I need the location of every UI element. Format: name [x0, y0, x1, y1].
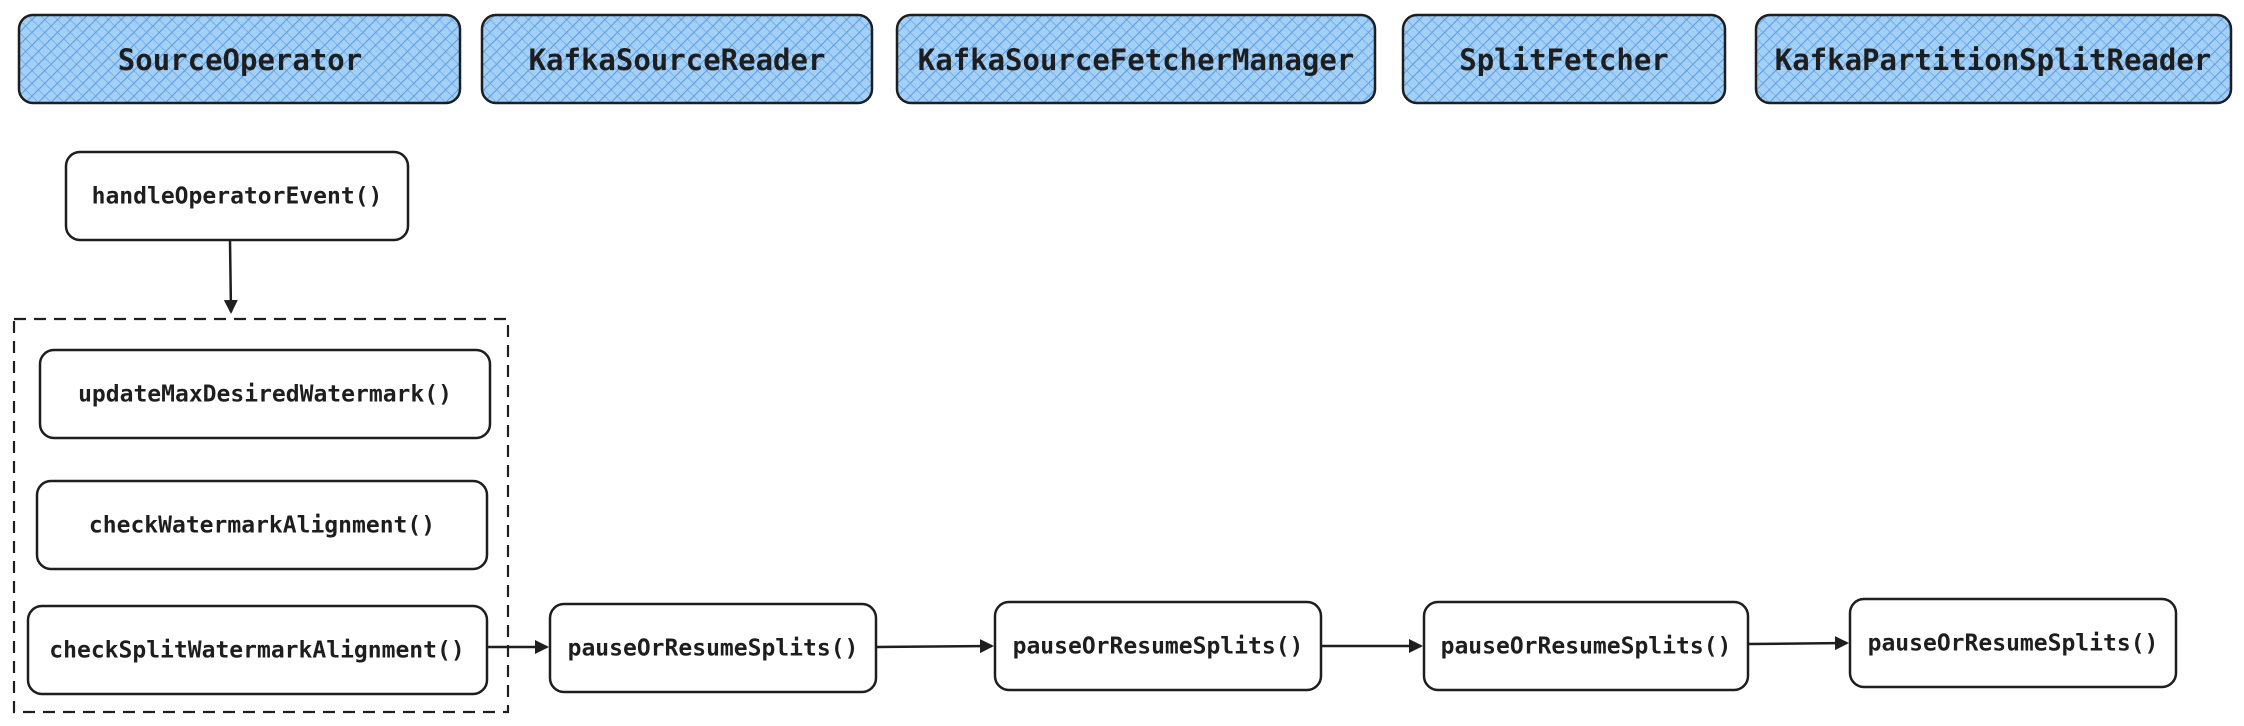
lane-header-kafka-partition-split-reader: KafkaPartitionSplitReader: [1754, 13, 2233, 105]
function-label: pauseOrResumeSplits(): [568, 636, 859, 662]
pause-or-resume-splits-partition-reader-node: pauseOrResumeSplits(): [1848, 597, 2178, 689]
function-box: [993, 600, 1323, 692]
lane-header-label: SourceOperator: [118, 43, 362, 77]
lane-header-label: KafkaSourceReader: [529, 43, 826, 77]
function-label: checkSplitWatermarkAlignment(): [49, 638, 464, 664]
function-label: updateMaxDesiredWatermark(): [78, 382, 452, 408]
lane-header-box: [1754, 13, 2233, 105]
function-label: pauseOrResumeSplits(): [1868, 631, 2159, 657]
function-label: pauseOrResumeSplits(): [1013, 634, 1304, 660]
lane-header-box: [17, 13, 462, 105]
function-box: [35, 479, 489, 571]
handle-operator-event-node: handleOperatorEvent(): [64, 150, 410, 242]
lane-header-split-fetcher: SplitFetcher: [1401, 13, 1727, 105]
call-arrow: [876, 639, 994, 654]
function-box: [38, 348, 492, 440]
function-box: [26, 604, 489, 696]
lane-header-kafka-source-reader: KafkaSourceReader: [480, 13, 874, 105]
check-watermark-alignment-node: checkWatermarkAlignment(): [35, 479, 489, 571]
lane-header-label: SplitFetcher: [1459, 43, 1669, 77]
call-arrow: [223, 240, 238, 314]
lane-header-label: KafkaSourceFetcherManager: [918, 43, 1355, 77]
function-box: [1422, 600, 1750, 692]
function-box: [548, 602, 878, 694]
update-max-desired-watermark-node: updateMaxDesiredWatermark(): [38, 348, 492, 440]
function-box: [64, 150, 410, 242]
function-label: checkWatermarkAlignment(): [89, 513, 435, 539]
alignment-group-frame: [12, 317, 510, 714]
lane-header-kafka-source-fetcher-manager: KafkaSourceFetcherManager: [895, 13, 1377, 105]
check-split-watermark-alignment-node: checkSplitWatermarkAlignment(): [26, 604, 489, 696]
function-label: handleOperatorEvent(): [92, 184, 383, 210]
lane-header-box: [480, 13, 874, 105]
lane-header-source-operator: SourceOperator: [17, 13, 462, 105]
pause-or-resume-splits-fetcher-manager-node: pauseOrResumeSplits(): [993, 600, 1323, 692]
function-box: [1848, 597, 2178, 689]
call-arrow: [1748, 636, 1849, 651]
function-label: pauseOrResumeSplits(): [1441, 634, 1732, 660]
lane-header-box: [895, 13, 1377, 105]
lane-header-label: KafkaPartitionSplitReader: [1775, 43, 2212, 77]
pause-or-resume-splits-split-fetcher-node: pauseOrResumeSplits(): [1422, 600, 1750, 692]
pause-or-resume-splits-reader-node: pauseOrResumeSplits(): [548, 602, 878, 694]
lane-header-box: [1401, 13, 1727, 105]
